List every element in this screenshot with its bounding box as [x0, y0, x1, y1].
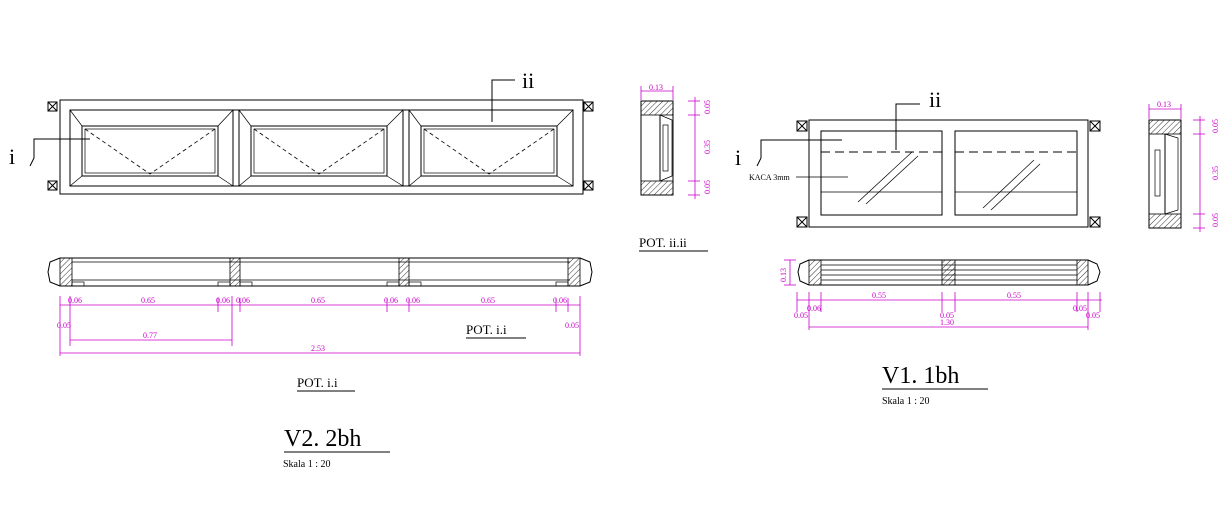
v1-kaca-note: KACA 3mm: [749, 173, 848, 182]
v1-label-ii: ii: [895, 87, 941, 150]
v2-side-dim-035: 0.35: [703, 140, 712, 154]
v2-label-ii-text: ii: [522, 68, 534, 93]
v1-dim-005-b: 0.05: [940, 311, 954, 320]
v2-label-i-text: i: [9, 144, 15, 169]
v2-side-dim-005-top: 0.05: [703, 100, 712, 114]
v2-pot-i-i-label: POT. i.i: [466, 322, 507, 337]
v1-elevation: i ii KACA 3mm: [735, 87, 1101, 228]
v2-dim-006-b: 0.06: [216, 296, 230, 305]
v1-dim-006: 0.06: [807, 304, 821, 313]
v2-side-dim-013: 0.13: [649, 83, 663, 92]
pot-ii-ii-title: POT. ii.ii: [639, 235, 687, 250]
v1-side-section: 0.13 0.05 0.35 0.05: [1148, 100, 1220, 232]
v2-scale: Skala 1 : 20: [283, 459, 331, 470]
v2-side-section: 0.13 0.05 0.35 0.05 POT. ii.ii: [639, 83, 712, 252]
v2-dim-006-e: 0.06: [406, 296, 420, 305]
v1-scale: Skala 1 : 20: [882, 396, 930, 407]
v2-dim-006-a: 0.06: [68, 296, 82, 305]
v1-label-i-text: i: [735, 145, 741, 170]
v2-pot-i-i-title: POT. i.i: [297, 375, 338, 390]
v2-dim-005-b: 0.05: [565, 321, 579, 330]
v1-dim-005-d: 0.05: [1086, 311, 1100, 320]
v2-dim-005-a: 0.05: [57, 321, 71, 330]
v2-label-i: i: [9, 138, 90, 169]
v1-dim-005-c: 0.05: [1073, 304, 1087, 313]
v2-dim-065-a: 0.65: [141, 296, 155, 305]
v1-titles: V1. 1bh Skala 1 : 20: [882, 363, 988, 407]
v1-dim-055-a: 0.55: [872, 291, 886, 300]
v1-post-squares: [796, 120, 1101, 228]
v1-side-dim-005-top: 0.05: [1211, 119, 1220, 133]
v1-dimensions: 0.13 0.06 0.55 0.55 0.05 0.05 0.05 0.05 …: [779, 259, 1102, 330]
v2-post-squares: [47, 101, 594, 191]
v2-elevation: i ii: [9, 68, 594, 195]
v1-label-ii-text: ii: [929, 87, 941, 112]
v2-dim-006-f: 0.06: [553, 296, 567, 305]
v2-dim-065-c: 0.65: [481, 296, 495, 305]
v1-glass-marks: [857, 151, 1041, 211]
v1-kaca-label: KACA 3mm: [749, 173, 790, 182]
v1-side-dim-035: 0.35: [1211, 166, 1220, 180]
v2-dimensions: 0.06 0.65 0.06 0.06 0.65 0.06 0.06 0.65 …: [57, 296, 581, 356]
v2-dim-253: 2.53: [311, 344, 325, 353]
v2-dim-006-d: 0.06: [384, 296, 398, 305]
v1-dim-055-b: 0.55: [1007, 291, 1021, 300]
v2-side-dim-005-bot: 0.05: [703, 180, 712, 194]
v2-plan-section: [47, 257, 593, 287]
v1-side-dim-013: 0.13: [1157, 100, 1171, 109]
v2-titles: POT. i.i POT. i.i V2. 2bh Skala 1 : 20: [283, 322, 526, 470]
v2-title: V2. 2bh: [284, 426, 361, 452]
v2-dim-065-b: 0.65: [311, 296, 325, 305]
v2-dim-006-c: 0.06: [236, 296, 250, 305]
v1-label-i: i: [735, 139, 842, 170]
v2-dim-077: 0.77: [143, 331, 157, 340]
v2-label-ii: ii: [491, 68, 534, 122]
v1-dim-013: 0.13: [779, 268, 788, 282]
v1-dim-005-a: 0.05: [794, 311, 808, 320]
v1-plan-section: [797, 259, 1101, 286]
v1-dim-130: 1.30: [940, 318, 954, 327]
v2-panel-2: [238, 109, 404, 187]
v2-panel-3: [408, 109, 574, 187]
v2-panel-1: [69, 109, 234, 187]
v1-side-dim-005-bot: 0.05: [1211, 213, 1220, 227]
v1-title: V1. 1bh: [882, 363, 959, 389]
